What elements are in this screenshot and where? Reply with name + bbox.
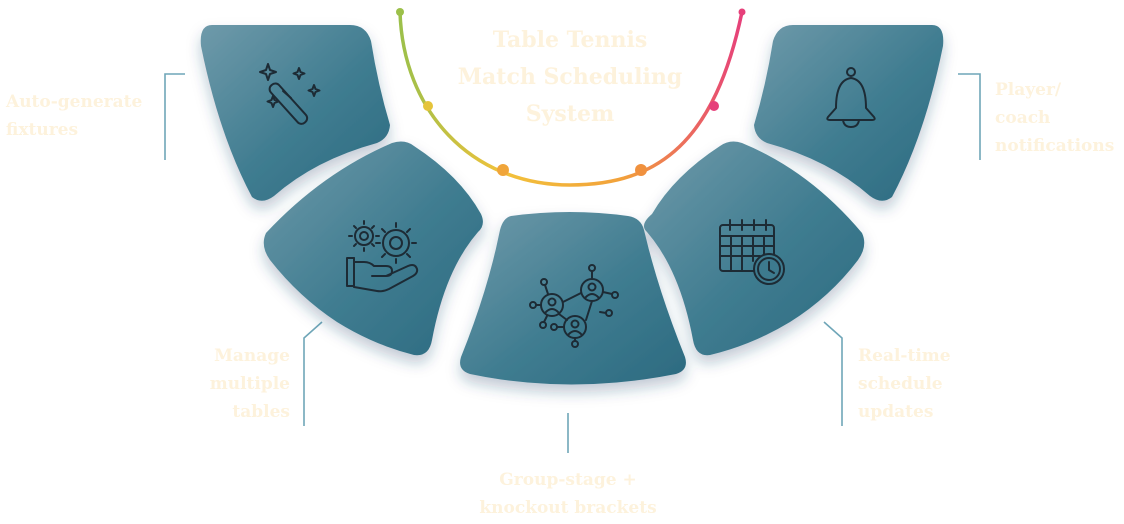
card-manage-tables[interactable] [263, 141, 483, 356]
feature-label-notifications: Player/ coach notifications [995, 80, 1115, 156]
diagram-title: Table Tennis Match Scheduling System [457, 27, 683, 127]
connector-lines [164, 73, 981, 453]
feature-label-real-time-updates: Real-time schedule updates [858, 346, 951, 422]
connector-line-5 [958, 73, 981, 160]
calendar-clock-icon [719, 219, 785, 285]
card-real-time-updates[interactable] [643, 141, 865, 356]
decorative-arc [396, 8, 746, 187]
magic-wand-icon [259, 63, 321, 125]
network-people-icon [529, 264, 619, 348]
card-group-stage[interactable] [460, 212, 686, 385]
connector-line-4 [823, 321, 843, 426]
connector-line-1 [164, 73, 185, 160]
connector-line-2 [303, 321, 323, 426]
card-auto-generate[interactable] [200, 25, 390, 201]
feature-label-group-stage: Group-stage + knockout brackets [479, 470, 657, 518]
card-notifications[interactable] [754, 25, 944, 201]
feature-label-manage-tables: Manage multiple tables [209, 346, 290, 422]
gears-hand-icon [346, 220, 419, 293]
bell-icon [826, 67, 876, 128]
feature-label-auto-generate: Auto-generate fixtures [6, 92, 143, 140]
